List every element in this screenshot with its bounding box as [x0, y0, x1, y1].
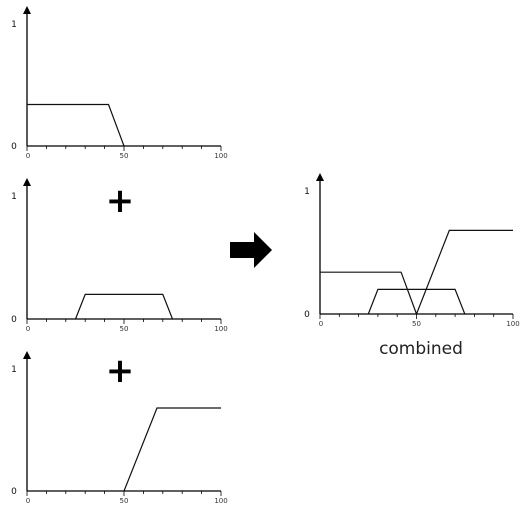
membership-series-3	[415, 229, 513, 315]
x-tick-label: 100	[506, 320, 519, 328]
x-tick-label: 0	[26, 497, 30, 505]
x-tick-label: 100	[214, 325, 227, 333]
x-tick-label: 50	[412, 320, 421, 328]
y-tick-label: 0	[304, 310, 310, 320]
chart-3: 0 50 100 0 1	[11, 351, 228, 505]
y-tick-label: 0	[11, 315, 17, 325]
plus-sign-1: +	[106, 181, 135, 221]
membership-series-1	[320, 271, 418, 315]
x-tick-label: 0	[26, 325, 30, 333]
y-tick-label: 1	[11, 365, 17, 375]
y-tick-label: 1	[11, 192, 17, 202]
chart-2: 0 50 100 0 1	[11, 178, 228, 333]
y-tick-label: 1	[11, 20, 17, 30]
x-tick-label: 50	[120, 497, 129, 505]
chart-4: 0 50 100 0 1	[304, 173, 520, 328]
x-tick-label: 100	[214, 152, 227, 160]
x-tick-label: 50	[120, 152, 129, 160]
x-tick-label: 0	[319, 320, 323, 328]
membership-series-1	[74, 293, 174, 320]
x-tick-label: 50	[120, 325, 129, 333]
plus-sign-2: +	[106, 351, 135, 391]
combined-label: combined	[379, 339, 463, 359]
x-tick-label: 100	[214, 497, 227, 505]
y-tick-label: 1	[304, 187, 310, 197]
membership-series-2	[367, 288, 466, 315]
chart-1: 0 50 100 0 1	[11, 6, 228, 160]
combine-arrow-icon	[230, 232, 272, 268]
y-tick-label: 0	[11, 142, 17, 152]
membership-series-1	[123, 407, 221, 492]
membership-series-1	[27, 103, 125, 147]
y-tick-label: 0	[11, 487, 17, 497]
x-tick-label: 0	[26, 152, 30, 160]
